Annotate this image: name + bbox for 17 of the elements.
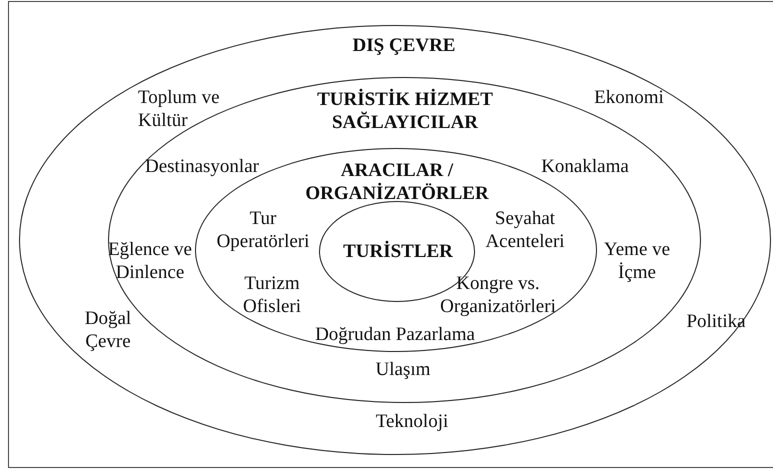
factor-label: Ulaşım: [374, 358, 432, 381]
ring-title: TURİSTİK HİZMET SAĞLAYICILAR: [316, 88, 494, 134]
factor-label: Teknoloji: [374, 410, 450, 433]
factor-label: Toplum ve Kültür: [138, 86, 220, 132]
factor-label: Doğrudan Pazarlama: [314, 323, 476, 346]
ring-title: TURİSTLER: [342, 240, 454, 263]
factor-label: Doğal Çevre: [84, 307, 132, 353]
factor-label: Tur Operatörleri: [216, 207, 310, 253]
factor-label: Seyahat Acenteleri: [484, 207, 566, 253]
factor-label: Ekonomi: [593, 86, 665, 109]
ring-title: ARACILAR / ORGANİZATÖRLER: [304, 159, 490, 205]
factor-label: Kongre vs. Organizatörleri: [439, 272, 557, 318]
factor-label: Turizm Ofisleri: [242, 272, 302, 318]
factor-label: Destinasyonlar: [144, 155, 260, 178]
factor-label: Konaklama: [540, 155, 630, 178]
factor-label: Yeme ve İçme: [602, 238, 672, 284]
ring-title: DIŞ ÇEVRE: [352, 34, 456, 57]
